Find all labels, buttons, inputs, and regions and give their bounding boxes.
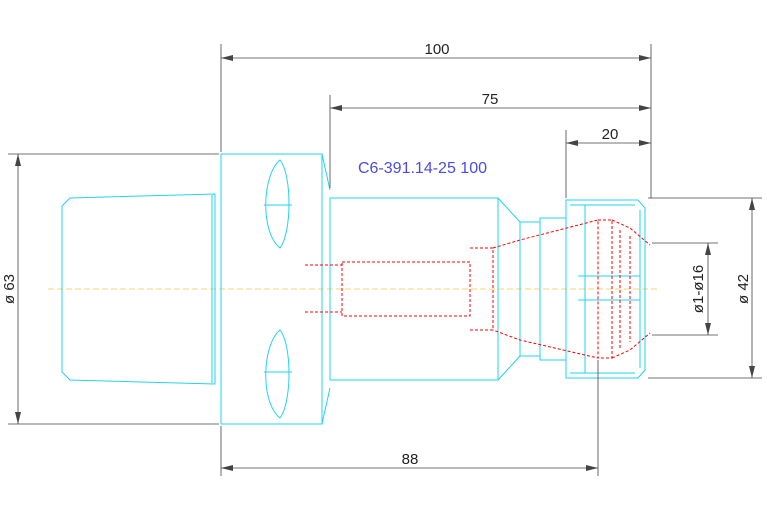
hidden-step	[470, 247, 494, 331]
hidden-collet-cone	[492, 219, 599, 359]
dim-16-arrow-top	[705, 243, 711, 255]
dim-100-arrow-right	[639, 55, 651, 61]
dim-75-text: 75	[482, 91, 499, 108]
dim-88-arrow-left	[221, 465, 233, 471]
part-label: C6-391.14-25 100	[358, 160, 487, 177]
dim-63-arrow-top	[15, 154, 21, 166]
dim-20-arrow-right	[639, 140, 651, 146]
dim-63-text: ø 63	[1, 274, 18, 304]
dim-100-arrow-left	[221, 55, 233, 61]
hidden-bore-leader	[305, 264, 342, 313]
collet-nut	[565, 199, 646, 379]
dim-16-text: ø1-ø16	[690, 265, 707, 313]
drive-slot-lower	[265, 329, 290, 419]
hidden-bore	[341, 261, 471, 317]
dim-75-arrow-right	[639, 105, 651, 111]
collet-nut-details	[570, 204, 641, 374]
flange-chamfer	[321, 153, 331, 425]
dim-88-arrow-right	[586, 465, 598, 471]
taper-shank	[61, 193, 216, 385]
dim-20-arrow-left	[566, 140, 578, 146]
dim-20-text: 20	[602, 126, 619, 143]
body	[329, 197, 499, 381]
collet-bore	[578, 275, 641, 301]
drive-slot-upper	[265, 159, 290, 249]
dim-42-arrow-top	[749, 198, 755, 210]
dim-100-text: 100	[424, 41, 449, 58]
dim-88-text: 88	[402, 451, 419, 468]
dim-16-arrow-bottom	[705, 323, 711, 335]
dim-63-arrow-bottom	[15, 412, 21, 424]
dim-42-arrow-bottom	[749, 366, 755, 378]
hidden-collet	[598, 219, 651, 359]
dim-75-arrow-left	[330, 105, 342, 111]
flange	[220, 153, 323, 425]
dim-42-text: ø 42	[735, 274, 752, 304]
hidden-collet-slits	[619, 230, 631, 348]
